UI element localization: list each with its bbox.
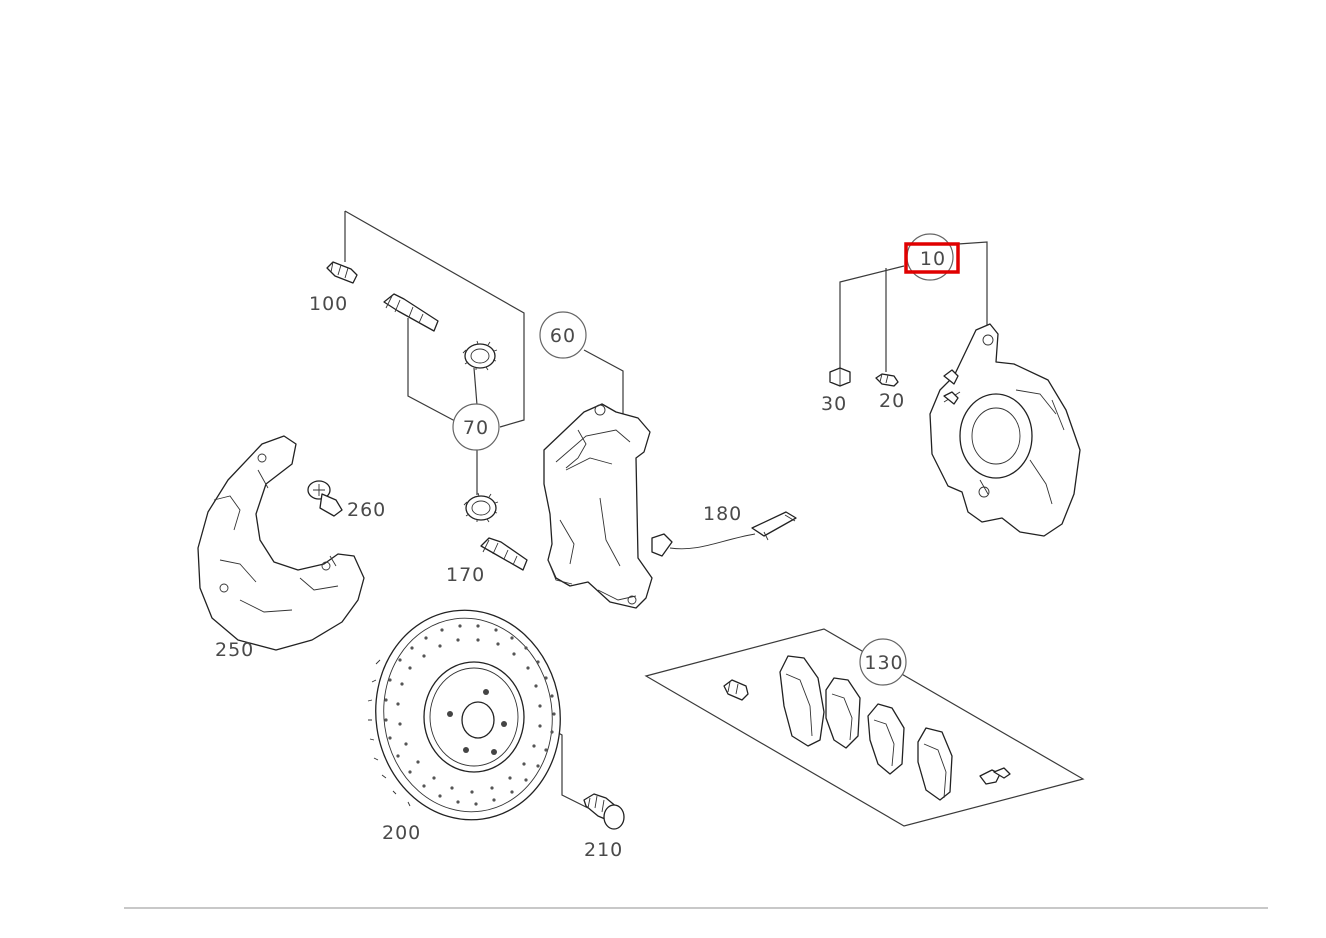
part-number-labels: 100 30 20 260 180 170 250 200 210 [215, 293, 905, 861]
callout-130[interactable]: 130 [859, 638, 907, 686]
wear-sensor-180[interactable] [651, 511, 797, 557]
cap-30[interactable] [829, 367, 851, 387]
highlight-box-10 [904, 242, 960, 274]
label-210[interactable]: 210 [584, 839, 623, 861]
caliper-bracket-60[interactable] [543, 403, 653, 609]
label-30[interactable]: 30 [821, 393, 847, 415]
label-10: 10 [920, 248, 946, 270]
bleed-screw-20[interactable] [875, 373, 899, 387]
label-20[interactable]: 20 [879, 390, 905, 412]
footer-divider [124, 907, 1268, 909]
guide-bolt[interactable] [383, 293, 439, 332]
gear-nut-lower[interactable] [463, 492, 499, 523]
label-170[interactable]: 170 [446, 564, 485, 586]
disc-drill-holes [384, 624, 556, 806]
brake-pad-kit-130[interactable] [723, 655, 1011, 801]
label-200[interactable]: 200 [382, 822, 421, 844]
splash-shield-250[interactable] [197, 435, 365, 651]
gear-nut-upper[interactable] [462, 340, 498, 371]
callout-10[interactable]: 10 [904, 233, 960, 281]
label-100[interactable]: 100 [309, 293, 348, 315]
label-180[interactable]: 180 [703, 503, 742, 525]
brake-disc-200[interactable] [362, 598, 573, 832]
screw-260[interactable] [307, 480, 343, 517]
label-260[interactable]: 260 [347, 499, 386, 521]
callout-60[interactable]: 60 [539, 311, 587, 359]
caliper-bolt-170[interactable] [480, 537, 528, 571]
label-130: 130 [864, 652, 903, 674]
label-70: 70 [463, 417, 489, 439]
label-250[interactable]: 250 [215, 639, 254, 661]
callout-70[interactable]: 70 [452, 403, 500, 451]
caliper-housing-10[interactable] [929, 323, 1081, 537]
label-60: 60 [550, 325, 576, 347]
bolt-100[interactable] [326, 261, 358, 284]
disc-screw-210[interactable] [583, 793, 625, 830]
